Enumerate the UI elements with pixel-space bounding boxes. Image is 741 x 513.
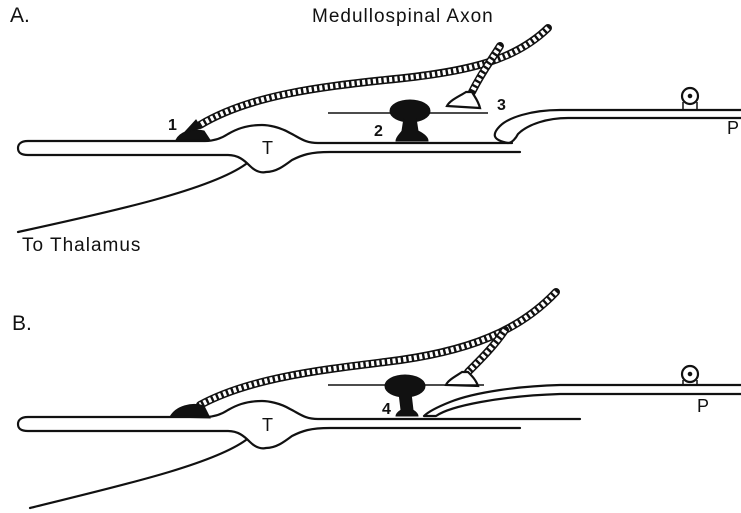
to-thalamus-label: To Thalamus [22,235,141,256]
synapse-number-4: 4 [382,401,391,418]
medullospinal-axon-b [200,292,556,405]
p-label-b: P [697,396,709,416]
t-neuron-b [18,401,580,508]
synapse-number-3: 3 [497,97,506,114]
synapse-number-1: 1 [168,117,177,134]
terminal-b [446,372,478,386]
primary-afferent-a [495,88,741,143]
panel-b: B. T P 4 [12,292,741,508]
panel-b-label: B. [12,312,32,335]
t-label-a: T [262,138,273,158]
figure-title: Medullospinal Axon [312,6,494,27]
t-label-b: T [262,415,273,435]
synapse-number-2: 2 [374,123,383,140]
synapse-1 [176,130,210,140]
panel-a-label: A. [10,4,30,27]
p-label-a: P [727,118,739,138]
medullospinal-axon-a [200,28,548,125]
panel-a: A. Medullospinal Axon T [10,4,741,232]
